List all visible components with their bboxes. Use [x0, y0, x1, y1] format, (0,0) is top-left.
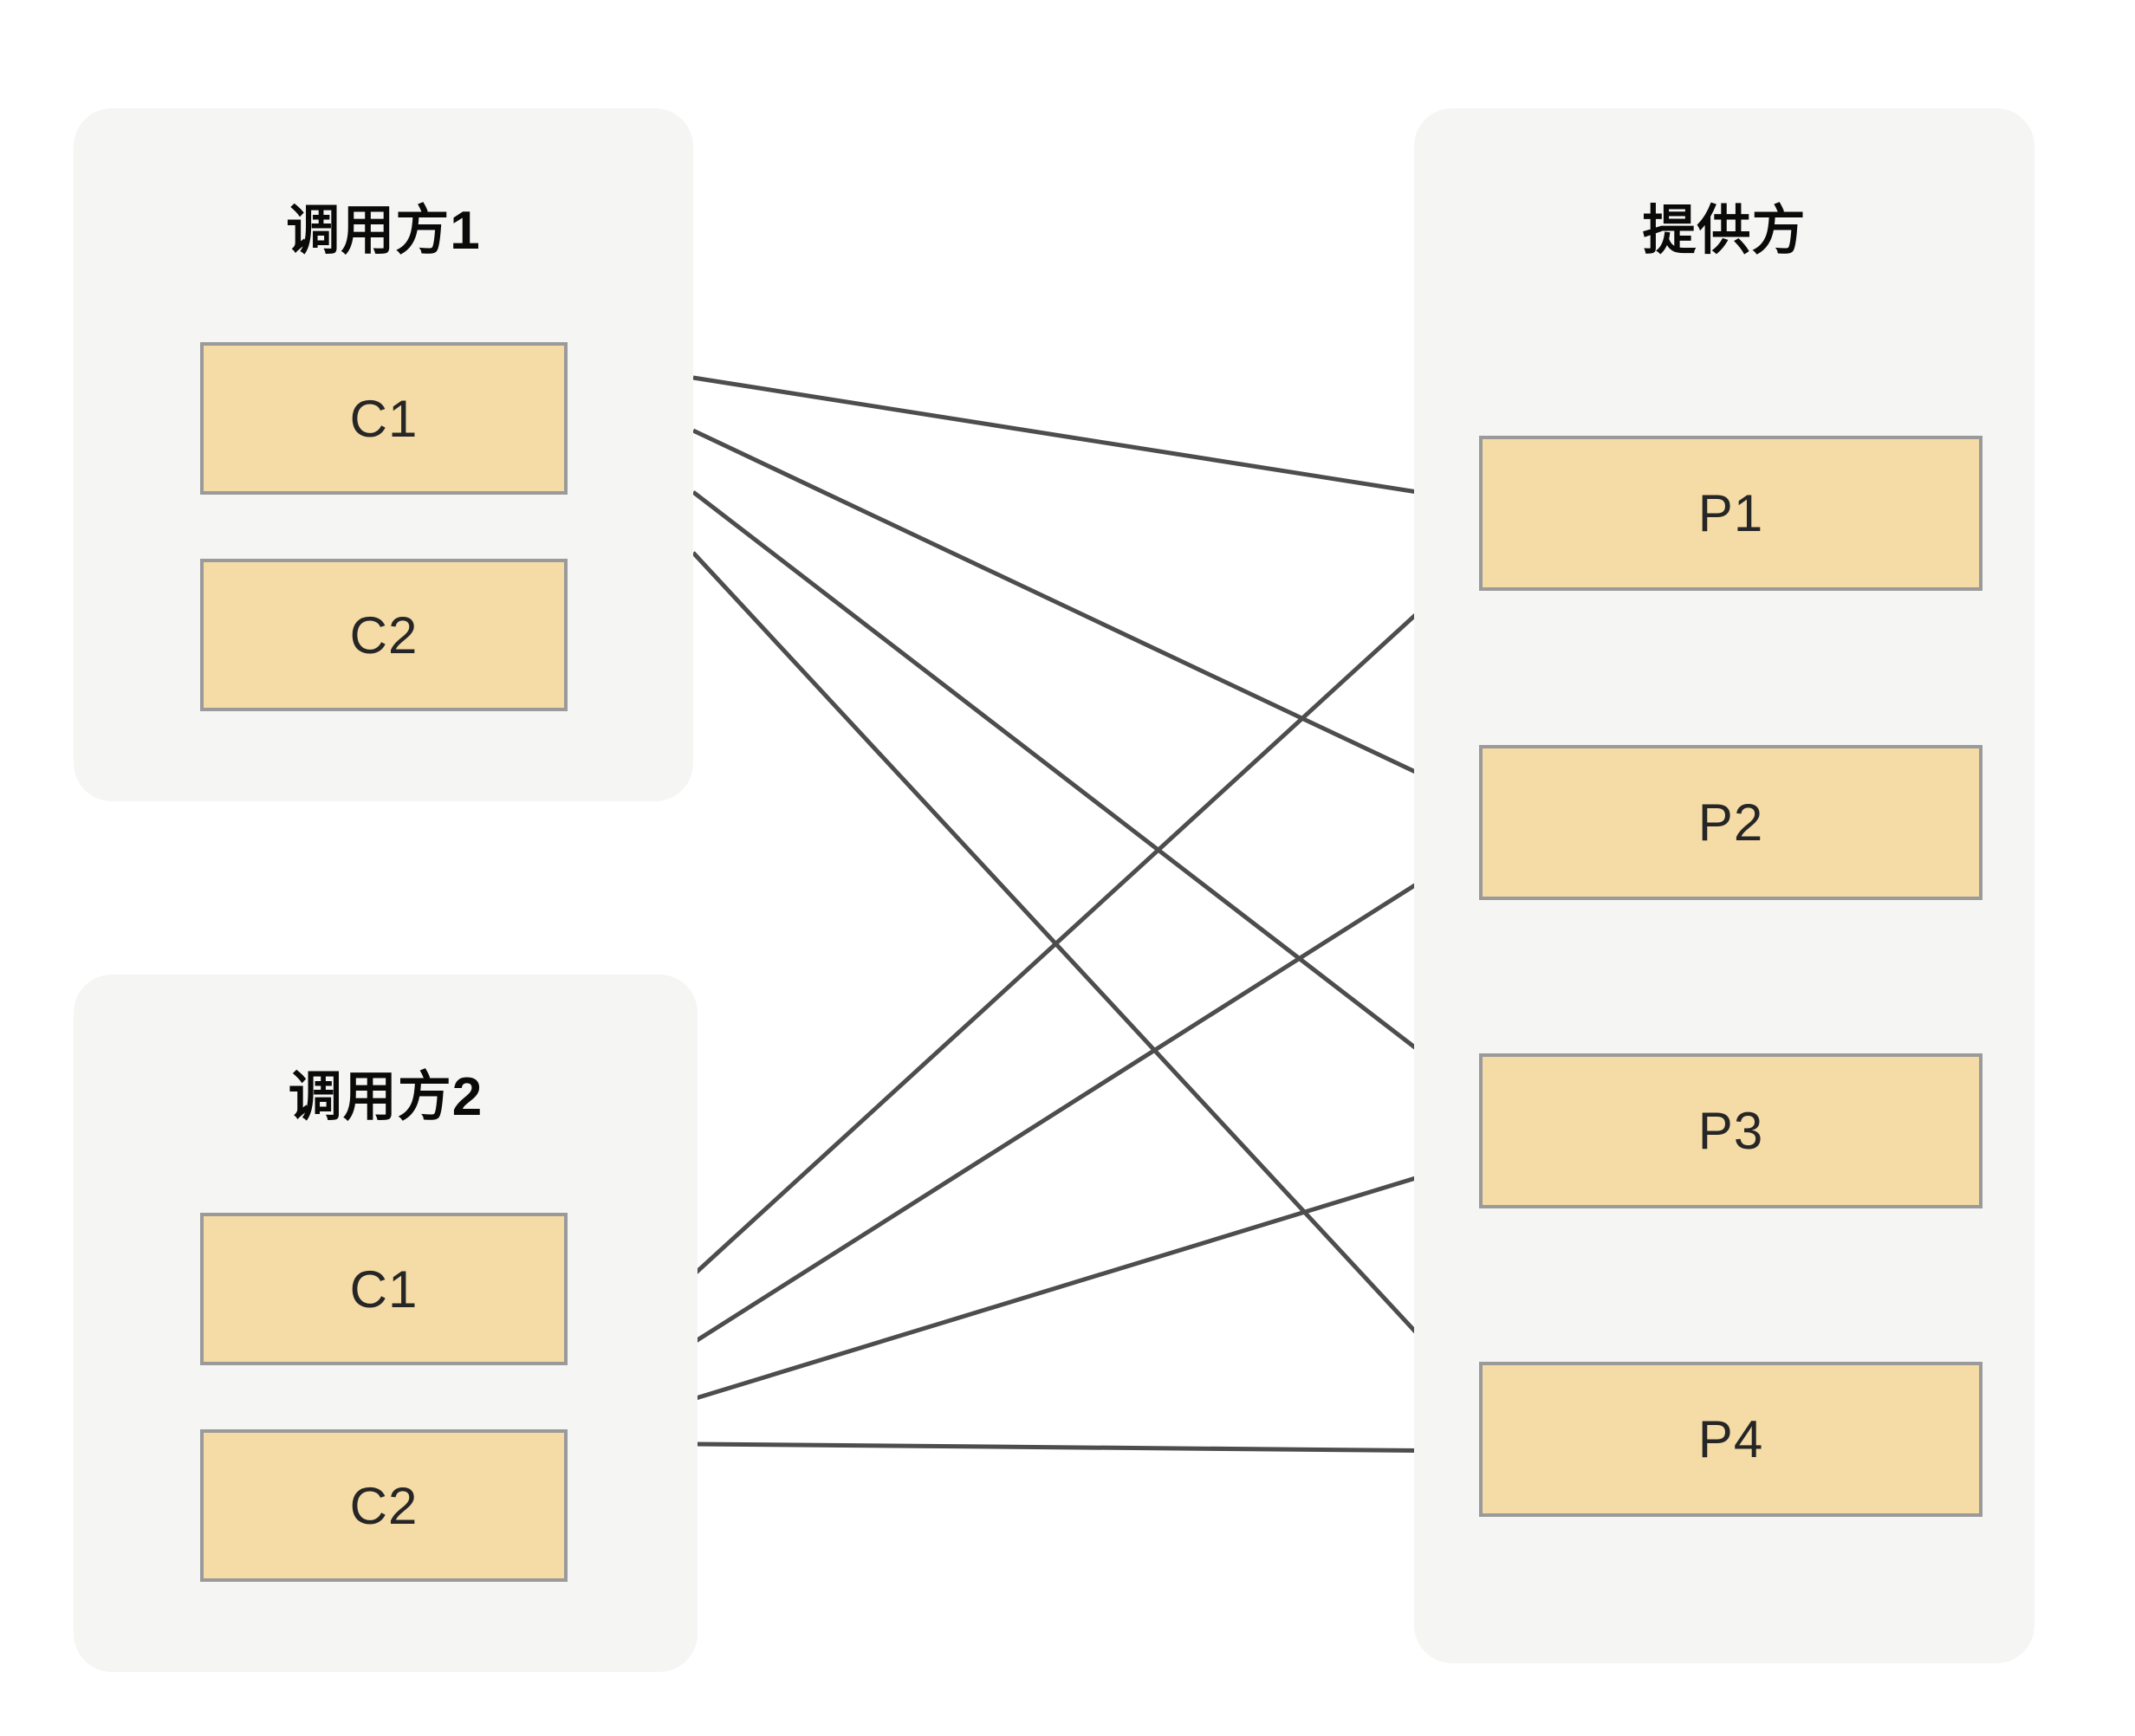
node-c1a[interactable]: C1	[200, 342, 568, 495]
node-p3[interactable]: P3	[1479, 1053, 1982, 1208]
edge-consumer1-to-p2	[691, 428, 1476, 801]
edge-consumer2-to-p4	[692, 1433, 1476, 1468]
panel-title-provider: 提供方	[1642, 201, 1807, 261]
node-p4[interactable]: P4	[1479, 1362, 1982, 1517]
edge-consumer1-to-p3	[691, 490, 1476, 1095]
edge-consumer2-to-p1	[691, 560, 1476, 1277]
node-c1b[interactable]: C1	[200, 1213, 568, 1365]
node-c2a[interactable]: C2	[200, 559, 568, 711]
node-p1[interactable]: P1	[1479, 436, 1982, 591]
edge-consumer1-to-p4	[691, 551, 1476, 1396]
edge-consumer1-to-p1	[692, 375, 1476, 512]
edge-consumer2-to-p3	[692, 1156, 1476, 1402]
node-p2[interactable]: P2	[1479, 745, 1982, 900]
panel-title-consumer2: 调用方2	[288, 1067, 483, 1127]
node-c2b[interactable]: C2	[200, 1429, 568, 1582]
panel-title-consumer1: 调用方1	[286, 201, 481, 261]
edge-consumer2-to-p2	[691, 846, 1476, 1345]
